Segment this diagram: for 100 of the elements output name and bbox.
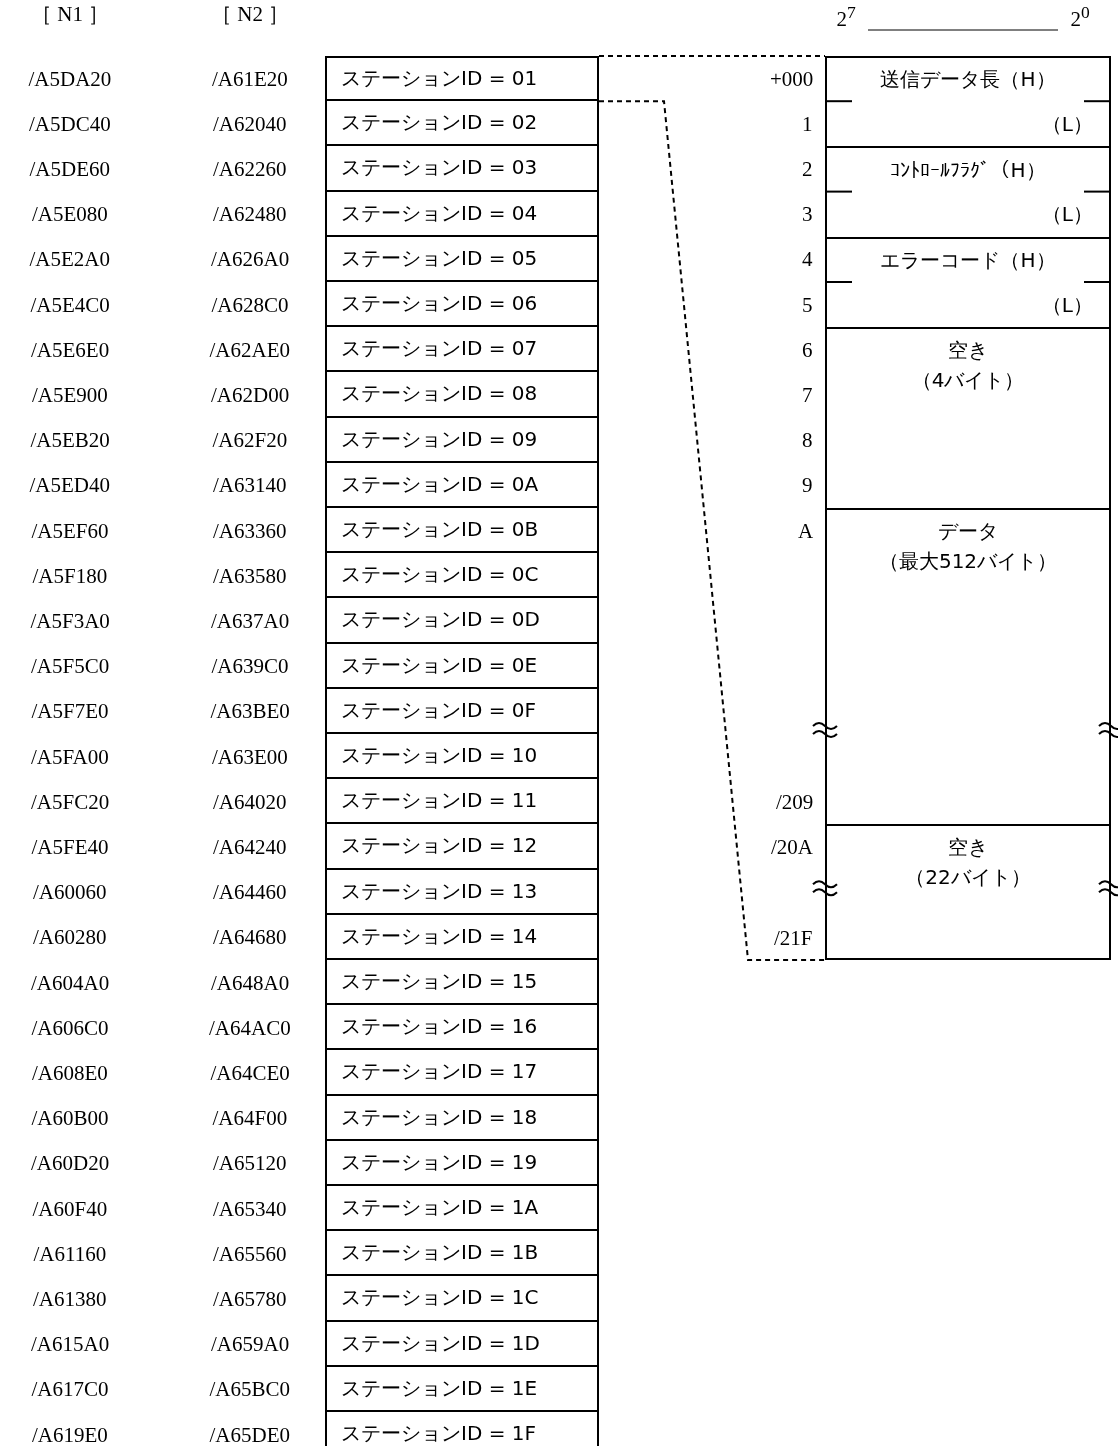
address-text: /A5FE40: [31, 834, 109, 860]
address-text: /A60D20: [31, 1150, 110, 1177]
table-row: ステーションID = 1E: [325, 1366, 599, 1412]
table-row: ステーションID = 17: [325, 1050, 599, 1096]
offset-label: 7: [802, 382, 813, 408]
address-text: /A65120: [213, 1150, 287, 1177]
address-text: /A5EF60: [31, 517, 109, 544]
address-text: /A648A0: [211, 969, 290, 996]
offset-label: /20A: [771, 834, 813, 860]
memory-field: ｺﾝﾄﾛｰﾙﾌﾗｸﾞ（H）: [827, 146, 1109, 192]
table-row: ステーションID = 1C: [325, 1276, 599, 1322]
address-text: /A65340: [213, 1195, 287, 1222]
address-text: /A5FC20: [31, 788, 110, 815]
table-row: ステーションID = 0E: [325, 643, 599, 689]
address-text: /A64240: [213, 834, 287, 860]
address-text: /A5E4C0: [30, 291, 110, 318]
memory-field: エラーコード（H）: [827, 236, 1109, 282]
offset-label: /209: [776, 788, 814, 815]
table-row: ステーションID = 1B: [325, 1231, 599, 1277]
table-row: ステーションID = 0A: [325, 462, 599, 508]
table-row: ステーションID = 03: [325, 146, 599, 192]
leader-line: [598, 55, 826, 57]
address-text: /A5F180: [32, 562, 108, 589]
table-row: ステーションID = 15: [325, 960, 599, 1006]
memory-field: （L）: [827, 101, 1109, 147]
offset-label: +000: [770, 65, 814, 92]
offset-label: 2: [802, 156, 813, 182]
offset-label: 1: [802, 110, 813, 137]
table-row: ステーションID = 07: [325, 327, 599, 373]
address-text: /A637A0: [211, 608, 290, 634]
address-text: /A5FA00: [31, 743, 109, 770]
table-row: ステーションID = 02: [325, 101, 599, 147]
address-text: /A63360: [213, 517, 287, 544]
offset-label: /21F: [774, 925, 813, 951]
address-text: /A61380: [33, 1286, 107, 1312]
table-row: ステーションID = 16: [325, 1005, 599, 1051]
address-text: /A5DE60: [29, 156, 110, 182]
bit-label: 2$^{7}$: [836, 1, 856, 32]
address-text: /A617C0: [31, 1376, 109, 1403]
table-row: ステーションID = 01: [325, 56, 599, 102]
table-row: ステーションID = 1D: [325, 1321, 599, 1367]
column-header: ［ N1 ］: [31, 1, 110, 27]
address-text: /A64F00: [212, 1105, 288, 1132]
address-text: /A63580: [213, 562, 287, 589]
address-text: /A5F7E0: [31, 698, 109, 725]
address-text: /A639C0: [211, 653, 289, 680]
address-text: /A65DE0: [209, 1421, 290, 1446]
memory-field: 空き （22バイト）: [827, 824, 1109, 960]
address-text: /A60F40: [32, 1195, 108, 1222]
address-text: /A5E080: [32, 201, 108, 228]
memory-field: （L）: [827, 282, 1109, 328]
address-text: /A606C0: [31, 1014, 109, 1041]
address-text: /A5E6E0: [31, 336, 110, 363]
address-text: /A619E0: [32, 1421, 108, 1446]
table-row: ステーションID = 1A: [325, 1186, 599, 1232]
address-text: /A60B00: [31, 1105, 109, 1132]
offset-label: 6: [802, 336, 813, 363]
address-text: /A5DC40: [29, 110, 111, 137]
address-text: /A60060: [33, 879, 107, 906]
address-text: /A64AC0: [209, 1014, 291, 1041]
table-row: ステーションID = 10: [325, 734, 599, 780]
address-text: /A615A0: [31, 1331, 110, 1358]
table-row: ステーションID = 06: [325, 282, 599, 328]
memory-field: 送信データ長（H）: [827, 56, 1109, 102]
table-row: ステーションID = 19: [325, 1140, 599, 1186]
column-header: ［ N2 ］: [211, 1, 290, 27]
table-row: ステーションID = 04: [325, 191, 599, 237]
address-text: /A5F3A0: [30, 608, 110, 634]
leader-line: [598, 100, 826, 961]
table-row: ステーションID = 0C: [325, 553, 599, 599]
table-row: ステーションID = 0F: [325, 688, 599, 734]
address-text: /A60280: [33, 924, 107, 951]
table-row: ステーションID = 09: [325, 417, 599, 463]
address-text: /A604A0: [31, 969, 110, 996]
address-text: /A5E2A0: [29, 246, 110, 273]
address-text: /A64CE0: [210, 1060, 290, 1086]
table-row: ステーションID = 1F: [325, 1412, 599, 1446]
table-row: ステーションID = 11: [325, 779, 599, 825]
offset-label: 3: [802, 201, 813, 228]
address-text: /A5ED40: [29, 472, 110, 499]
address-text: /A62260: [213, 156, 287, 182]
table-row: ステーションID = 05: [325, 236, 599, 282]
address-text: /A608E0: [32, 1060, 108, 1086]
address-text: /A63E00: [212, 743, 288, 770]
address-text: /A62F20: [212, 427, 288, 454]
address-text: /A64020: [213, 788, 287, 815]
memory-field: データ （最大512バイト）: [827, 508, 1109, 825]
address-text: /A659A0: [211, 1331, 290, 1358]
table-row: ステーションID = 14: [325, 914, 599, 960]
address-text: /A62AE0: [209, 336, 290, 363]
address-text: /A65BC0: [209, 1376, 290, 1403]
table-row: ステーションID = 18: [325, 1095, 599, 1141]
memory-field: （L）: [827, 191, 1109, 237]
address-text: /A63140: [213, 472, 287, 499]
address-text: /A61E20: [212, 65, 288, 92]
address-text: /A64680: [213, 924, 287, 951]
address-text: /A62D00: [211, 382, 290, 408]
address-text: /A61160: [33, 1240, 107, 1267]
table-row: ステーションID = 13: [325, 869, 599, 915]
address-text: /A626A0: [211, 246, 290, 273]
